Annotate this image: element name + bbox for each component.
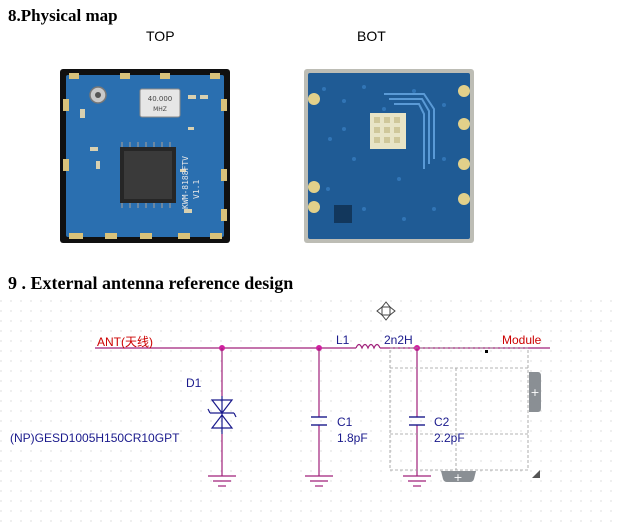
top-view-label: TOP (146, 28, 175, 44)
net-label-ant: ANT(天线) (97, 335, 153, 349)
c1-label: C1 (337, 415, 353, 429)
crystal-marking-1: 40.000 (148, 95, 173, 103)
board-marking-version: V1.1 (192, 180, 201, 199)
net-label-module: Module (502, 333, 542, 347)
section-heading-physical-map: 8.Physical map (8, 6, 118, 25)
c2-label: C2 (434, 415, 450, 429)
svg-text:+: + (453, 471, 462, 484)
board-marking-model: KWM-8188FTV (181, 156, 190, 209)
crystal-marking-2: MHZ (153, 106, 167, 113)
antenna-schematic: + + (0, 300, 618, 523)
section-heading-antenna-design: 9 . External antenna reference design (8, 273, 294, 293)
c1-value: 1.8pF (337, 431, 368, 445)
svg-text:+: + (530, 386, 539, 399)
l1-value: 2n2H (384, 333, 413, 347)
move-cursor-icon (376, 301, 396, 321)
module-bottom-photo (304, 69, 474, 243)
c2-value: 2.2pF (434, 431, 465, 445)
d1-part-number: (NP)GESD1005H150CR10GPT (10, 431, 180, 445)
d1-label: D1 (186, 376, 202, 390)
l1-label: L1 (336, 333, 350, 347)
bottom-view-label: BOT (357, 28, 386, 44)
module-top-photo: 40.000 MHZ KWM-8188FTV V1.1 (60, 69, 230, 243)
